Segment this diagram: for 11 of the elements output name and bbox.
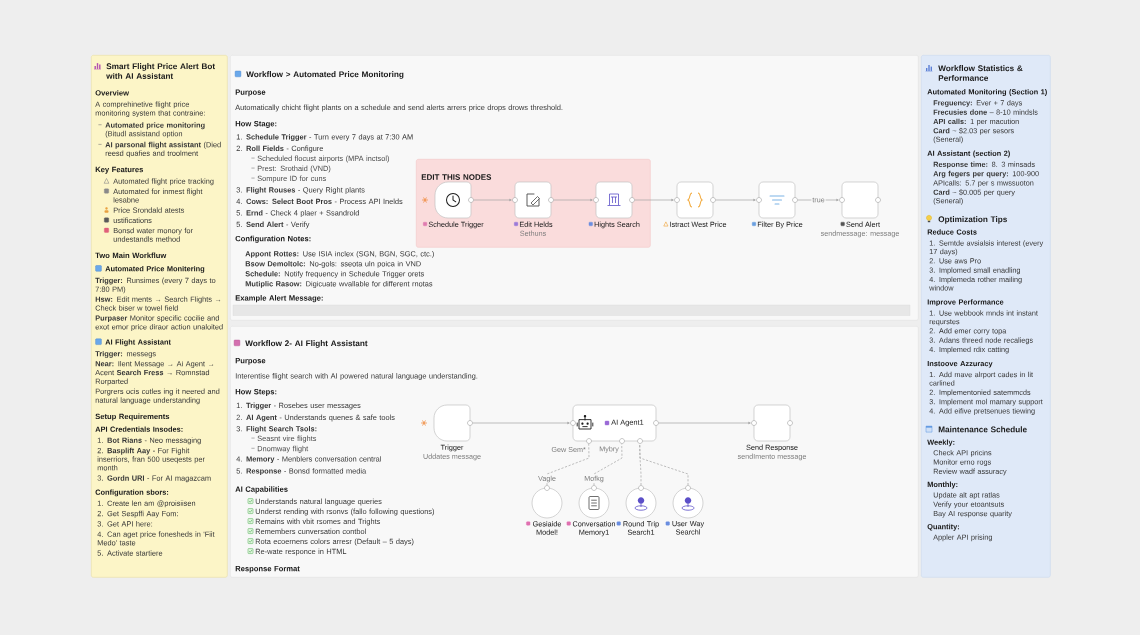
heading: Optimization Tips: [938, 216, 1007, 224]
note-title: EDIT THIS NODES: [421, 174, 492, 180]
heading: Workflow > Automated Price Monitoring: [246, 71, 404, 79]
dashed-line: [546, 443, 590, 486]
heading: Maintenance Schedule: [938, 426, 1027, 433]
heading: Smart Flight Price Alert Bot with AI Assistant: [106, 63, 215, 79]
dashed-line: [639, 443, 642, 486]
dashed-line: [593, 443, 623, 486]
heading: Workflow Statistics & Performance: [938, 65, 1023, 81]
heading: Workflow 2- AI Flight Assistant: [245, 340, 368, 348]
dashed-line: [639, 443, 689, 486]
